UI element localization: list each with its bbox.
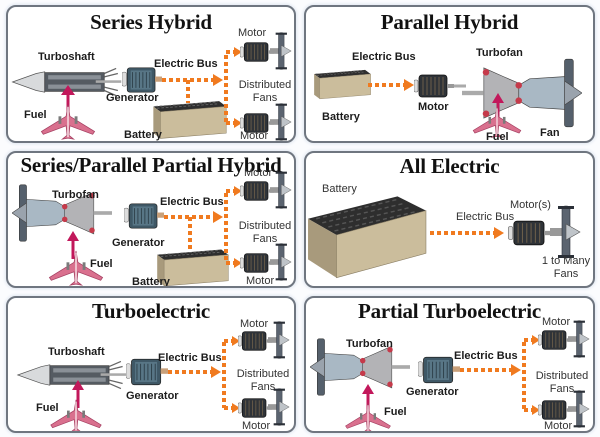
- diagram-graphic: [17, 321, 290, 431]
- label-generator: Generator: [126, 390, 179, 402]
- battery-icon: [307, 195, 427, 279]
- bus-arrow-icon: [234, 258, 242, 268]
- label-motor: Motor(s): [510, 199, 551, 211]
- motor-icon: [238, 398, 272, 418]
- label-fuel: Fuel: [486, 131, 509, 143]
- label-motor-top: Motor: [542, 316, 571, 328]
- generator-icon: [122, 67, 162, 93]
- label-fuel: Fuel: [24, 109, 47, 121]
- panel-title: Series Hybrid: [90, 10, 212, 34]
- panel-title: Partial Turboelectric: [357, 299, 541, 323]
- label-bus: Electric Bus: [352, 51, 416, 63]
- fan-icon: [568, 320, 590, 358]
- bus-arrow-icon: [234, 118, 242, 128]
- motor-icon: [240, 181, 274, 201]
- fan-icon: [268, 388, 290, 426]
- label-engine: Turboshaft: [48, 346, 105, 358]
- panel-title: Parallel Hybrid: [380, 10, 519, 34]
- label-engine: Turboshaft: [38, 51, 95, 63]
- label-engine: Turbofan: [476, 47, 523, 59]
- label-bus: Electric Bus: [454, 350, 518, 362]
- panel-partial-turboelectric: Partial Turboelectric Turbofan Fuel Gene…: [304, 296, 595, 433]
- motor-icon: [240, 253, 274, 273]
- fan-icon: [270, 171, 292, 209]
- label-fans: Distributed Fans: [236, 368, 290, 393]
- generator-icon: [124, 203, 164, 229]
- bus-arrow-icon: [532, 405, 540, 415]
- label-fuel: Fuel: [384, 406, 407, 418]
- panel-turboelectric: Turboelectric Turboshaft Fuel Generator …: [6, 296, 296, 433]
- bus-arrow-icon: [213, 74, 223, 86]
- label-motor-bottom: Motor: [246, 275, 275, 287]
- label-bus: Electric Bus: [154, 58, 218, 70]
- label-battery: Battery: [322, 111, 360, 123]
- panel-title: Series/Parallel Partial Hybrid: [20, 153, 282, 177]
- label-battery: Battery: [132, 276, 170, 288]
- bus-arrow-icon: [234, 186, 242, 196]
- label-fans: 1 to Many Fans: [541, 255, 591, 280]
- label-generator: Generator: [106, 92, 159, 104]
- bus-arrow-icon: [213, 211, 223, 223]
- battery-icon: [313, 69, 372, 100]
- fuel-arrow-icon: [67, 231, 79, 259]
- bus-arrow-icon: [232, 403, 240, 413]
- label-motor: Motor: [418, 101, 449, 113]
- bus-arrow-icon: [532, 335, 540, 345]
- label-motor-top: Motor: [244, 167, 273, 179]
- motor-icon: [240, 42, 274, 62]
- label-generator: Generator: [406, 386, 459, 398]
- label-bus: Electric Bus: [160, 196, 224, 208]
- bus-arrow-icon: [211, 366, 221, 378]
- label-motor-bottom: Motor: [544, 420, 573, 432]
- label-generator: Generator: [112, 237, 165, 249]
- diagram-graphic: [11, 32, 292, 141]
- fan-icon: [270, 103, 292, 141]
- label-bus: Electric Bus: [158, 352, 222, 364]
- label-motor-top: Motor: [238, 27, 267, 39]
- label-fans: Distributed Fans: [535, 370, 589, 395]
- label-battery: Battery: [124, 129, 162, 141]
- bus-arrow-icon: [494, 227, 504, 239]
- panel-series-hybrid: Series Hybrid Turboshaft Fuel Generator …: [6, 5, 296, 143]
- motor-icon: [238, 331, 272, 351]
- label-fuel: Fuel: [90, 258, 113, 270]
- bus-arrow-icon: [232, 336, 240, 346]
- label-engine: Turbofan: [346, 338, 393, 350]
- motor-icon: [538, 400, 572, 420]
- label-fans: Distributed Fans: [238, 220, 292, 245]
- diagram-graphic: [310, 320, 590, 431]
- bus-arrow-icon: [404, 79, 414, 91]
- diagram-graphic: [307, 195, 581, 279]
- panel-title: All Electric: [399, 154, 500, 178]
- motor-icon: [414, 74, 454, 98]
- fan-icon: [270, 32, 292, 70]
- battery-icon: [152, 100, 227, 139]
- diagram-graphic: [313, 58, 582, 138]
- label-engine: Turbofan: [52, 189, 99, 201]
- fan-icon: [550, 205, 581, 259]
- turboshaft-engine-icon: [17, 360, 126, 390]
- airplane-fuel-icon: [40, 104, 96, 140]
- label-motor-top: Motor: [240, 318, 269, 330]
- panel-series-parallel-partial-hybrid: Series/Parallel Partial Hybrid Turbofan …: [6, 151, 296, 288]
- fuel-arrow-icon: [72, 380, 84, 408]
- diagram-graphic: [12, 171, 292, 286]
- label-battery: Battery: [322, 183, 357, 195]
- motor-icon: [538, 330, 572, 350]
- label-motor-bottom: Motor: [242, 420, 271, 432]
- bus-arrow-icon: [511, 364, 521, 376]
- label-fan: Fan: [540, 127, 560, 139]
- label-motor-bottom: Motor: [240, 130, 269, 142]
- label-bus: Electric Bus: [456, 211, 515, 223]
- motor-icon: [508, 220, 552, 246]
- label-fans: Distributed Fans: [238, 79, 292, 104]
- bus-arrow-icon: [234, 47, 242, 57]
- panel-title: Turboelectric: [92, 299, 210, 323]
- label-fuel: Fuel: [36, 402, 59, 414]
- turbofan-engine-icon: [462, 58, 582, 128]
- panel-parallel-hybrid: Parallel Hybrid Electric Bus Battery Mot…: [304, 5, 595, 143]
- fan-icon: [268, 321, 290, 359]
- panel-all-electric: All Electric Battery Electric Bus Motor(…: [304, 151, 595, 288]
